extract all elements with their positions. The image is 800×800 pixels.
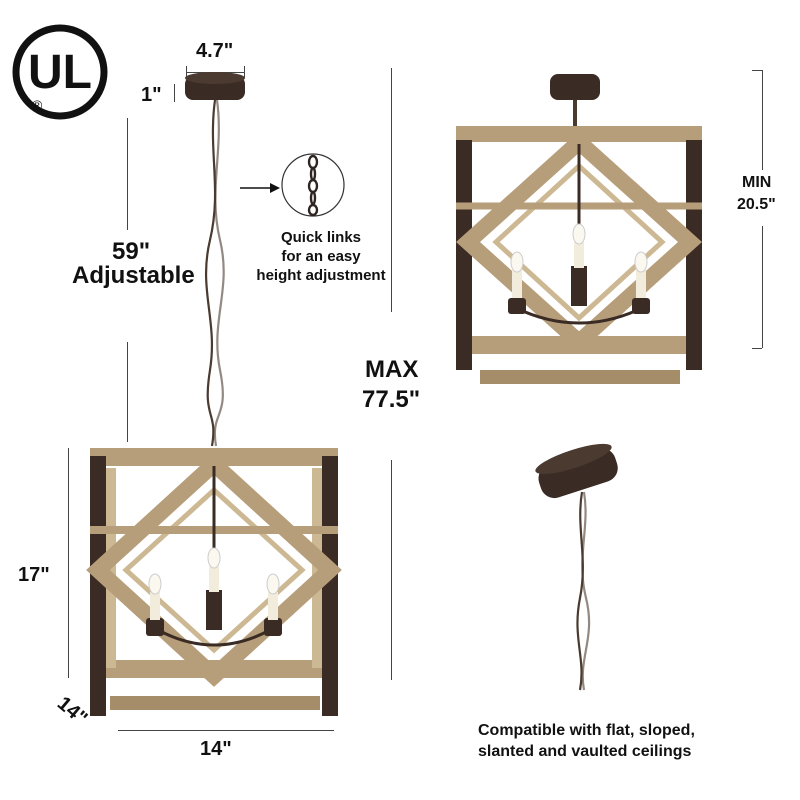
min-tick-bottom [752, 348, 762, 349]
quick-links-note: Quick links for an easy height adjustmen… [256, 229, 386, 284]
max-line-bottom [391, 460, 392, 680]
chandelier-hanging [86, 72, 342, 716]
min-line-bottom [762, 226, 763, 348]
max-line-top [391, 68, 392, 312]
ul-logo-text: UL [28, 46, 92, 99]
width-line [118, 730, 334, 731]
canopy-height-label: 1" [141, 84, 162, 106]
compatible-note: Compatible with flat, sloped, slanted an… [478, 722, 695, 760]
ul-logo: UL ® [10, 22, 110, 122]
canopy-width-label: 4.7" [196, 40, 234, 62]
registered-mark: ® [32, 97, 43, 113]
chain-adjustable-label: Adjustable [72, 262, 195, 289]
canopy-height-line [174, 84, 175, 102]
height-label: 17" [18, 564, 50, 586]
max-value: 77.5" [362, 386, 421, 413]
width-label: 14" [200, 738, 232, 760]
canopy-width-tick-left [186, 66, 187, 78]
chain-length-line-top [127, 118, 128, 230]
arrow-right-icon [240, 180, 280, 196]
chain-length-line-bottom [127, 342, 128, 442]
chain-length-label: 59" [112, 238, 151, 265]
canopy-width-tick-right [244, 66, 245, 78]
min-label: MIN [742, 174, 772, 191]
min-value: 20.5" [737, 196, 776, 213]
min-line-top [762, 70, 763, 170]
chain-zoom-icon [280, 152, 346, 218]
sloped-canopy-chain [535, 443, 618, 691]
height-line [68, 448, 69, 678]
chandelier-flush [456, 74, 702, 384]
min-tick-top [752, 70, 762, 71]
max-label: MAX [365, 356, 419, 383]
